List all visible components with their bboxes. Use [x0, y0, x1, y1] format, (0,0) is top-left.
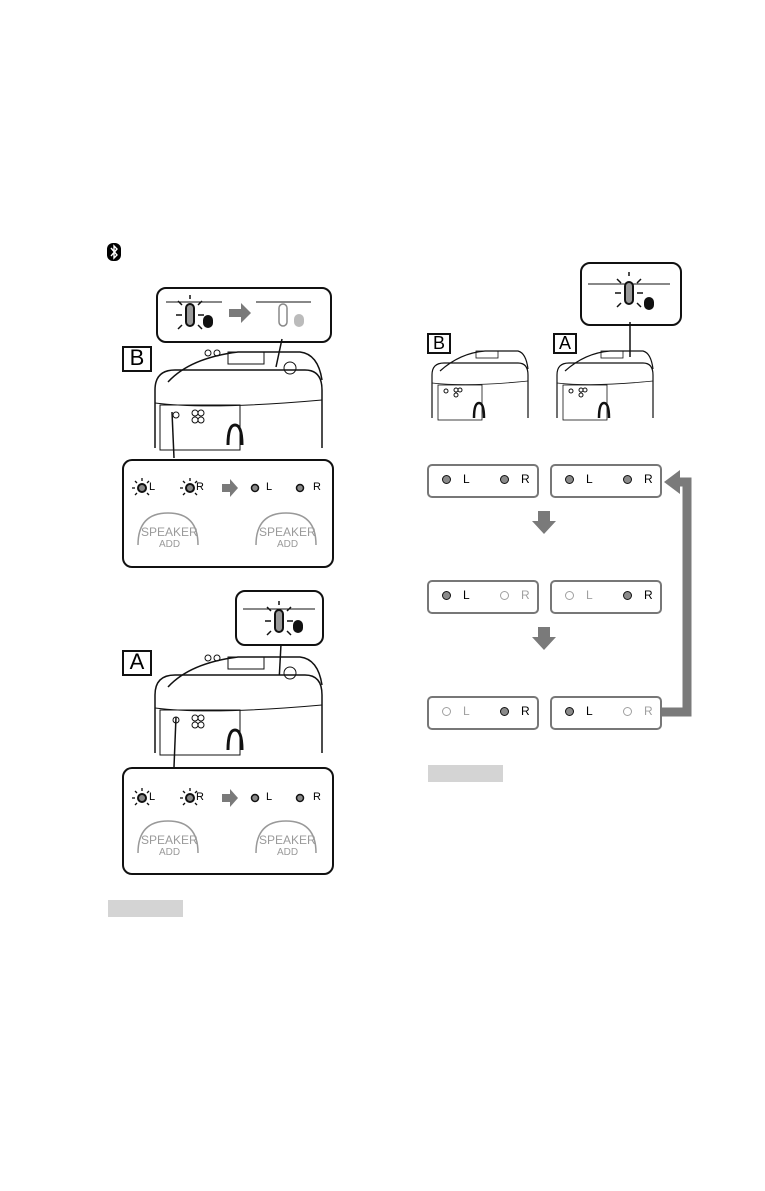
led-r-label: R [521, 704, 530, 718]
led-label-b-2: R [196, 481, 204, 493]
led-l-label: L [586, 472, 593, 486]
speaker-add-text-b-1b: ADD [159, 539, 181, 548]
link-leds-b [132, 478, 305, 497]
led-label-a-4: R [313, 791, 321, 803]
speaker-small-a [556, 350, 654, 421]
speaker-add-text-b-1: SPEAKER [141, 525, 198, 539]
speaker-add-text-a-1: SPEAKER [141, 833, 198, 847]
speaker-add-text-a-1b: ADD [159, 847, 181, 855]
led-label-b-3: L [266, 481, 273, 493]
led-label-b-4: R [313, 481, 321, 493]
led-status-a-step-2: L R [550, 580, 662, 614]
led-label-b-1: L [149, 481, 156, 493]
led-l-label: L [586, 704, 593, 718]
led-r-label: R [644, 588, 653, 602]
led-r [500, 475, 509, 484]
led-status-a-step-1: L R [550, 464, 662, 498]
speaker-add-text-a-2b: ADD [277, 847, 299, 855]
unit-b-label-right: B [427, 333, 451, 354]
placeholder-bar-left [108, 900, 183, 917]
led-r [623, 475, 632, 484]
led-r [500, 591, 509, 600]
led-status-a-step-3: L R [550, 696, 662, 730]
led-label-a-2: R [196, 791, 204, 803]
speaker-add-text-b-2b: ADD [277, 539, 299, 548]
bt-indicator-sequence-b [166, 295, 311, 368]
led-l [565, 591, 574, 600]
unit-b-label: B [122, 346, 152, 372]
bt-indicator-right [588, 272, 670, 357]
speaker-add-buttons-b [137, 512, 317, 546]
led-l [442, 591, 451, 600]
speaker-add-text-b-2: SPEAKER [259, 525, 316, 539]
led-l-label: L [586, 588, 593, 602]
led-l-label: L [463, 704, 470, 718]
led-r-label: R [521, 472, 530, 486]
led-label-a-3: L [266, 791, 273, 803]
led-r-label: R [644, 704, 653, 718]
led-r-label: R [644, 472, 653, 486]
led-r [623, 707, 632, 716]
placeholder-bar-right [428, 765, 503, 782]
led-l-label: L [463, 588, 470, 602]
speaker-body-b [154, 349, 323, 459]
unit-a-label: A [122, 650, 152, 676]
down-arrow-2 [532, 627, 556, 650]
speaker-add-buttons-a [137, 820, 317, 854]
led-r-label: R [521, 588, 530, 602]
down-arrow-1 [532, 511, 556, 534]
led-r [623, 591, 632, 600]
unit-a-label-right: A [553, 333, 577, 354]
led-status-b-step-1: L R [427, 464, 539, 498]
led-l [565, 475, 574, 484]
bluetooth-icon [107, 243, 121, 261]
led-l [442, 707, 451, 716]
led-l-label: L [463, 472, 470, 486]
led-status-b-step-2: L R [427, 580, 539, 614]
speaker-body-a [154, 654, 323, 768]
led-callout-a [122, 767, 334, 875]
speaker-add-text-a-2: SPEAKER [259, 833, 316, 847]
led-label-a-1: L [149, 791, 156, 803]
loop-back-arrow [662, 470, 692, 717]
link-leds-a [132, 788, 305, 807]
led-status-b-step-3: L R [427, 696, 539, 730]
led-l [442, 475, 451, 484]
speaker-small-b [431, 350, 529, 421]
led-r [500, 707, 509, 716]
led-l [565, 707, 574, 716]
bt-indicator-callout-right [580, 262, 682, 326]
